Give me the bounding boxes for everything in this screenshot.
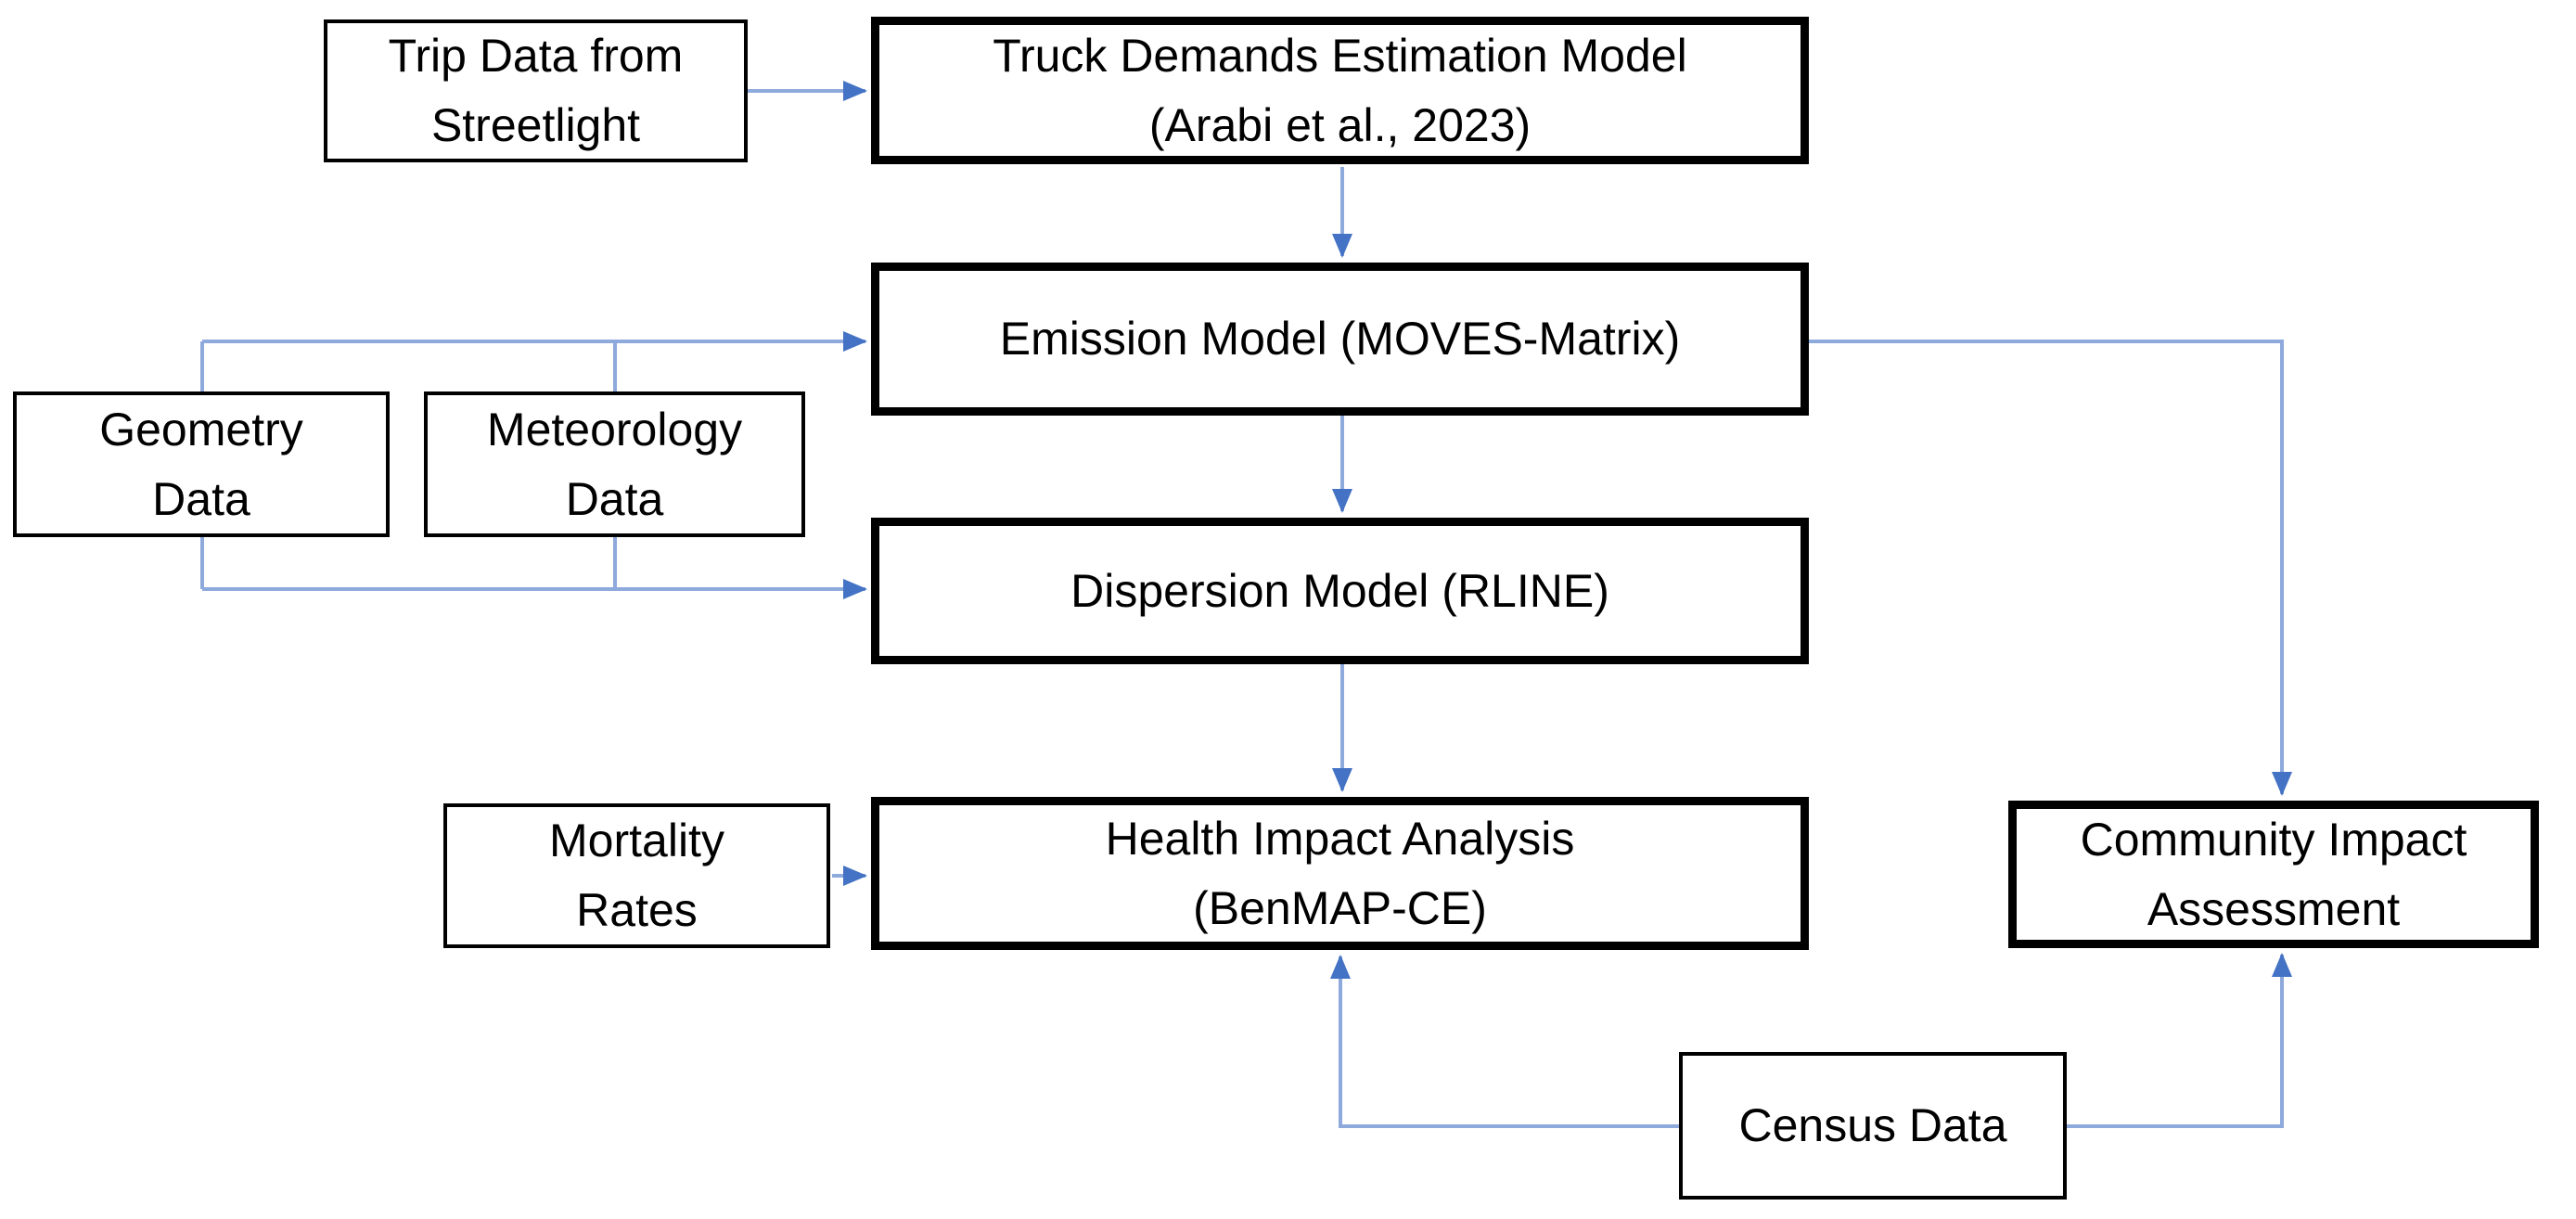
node-emission-model-label: Emission Model (MOVES-Matrix)	[999, 313, 1681, 365]
node-community-impact-assessment-label: Community Impact Assessment	[2080, 813, 2467, 935]
node-health-impact-analysis-label: Health Impact Analysis (BenMAP-CE)	[1105, 812, 1575, 934]
node-geometry-data-label: Geometry Data	[99, 403, 303, 525]
node-truck-demands-model: Truck Demands Estimation Model (Arabi et…	[871, 17, 1809, 164]
node-community-impact-assessment: Community Impact Assessment	[2008, 801, 2539, 948]
node-census-data-label: Census Data	[1738, 1099, 2007, 1151]
node-meteorology-data-label: Meteorology Data	[486, 403, 743, 525]
edge-emission-to-community	[1809, 340, 2292, 796]
node-mortality-rates: Mortality Rates	[443, 803, 830, 948]
node-mortality-rates-label: Mortality Rates	[549, 815, 724, 936]
node-health-impact-analysis: Health Impact Analysis (BenMAP-CE)	[871, 797, 1809, 950]
node-census-data: Census Data	[1679, 1052, 2067, 1200]
edge-census-to-health	[1330, 955, 1679, 1128]
node-truck-demands-model-label: Truck Demands Estimation Model (Arabi et…	[993, 29, 1687, 151]
connector-group	[200, 81, 2292, 1128]
node-trip-data-label: Trip Data from Streetlight	[388, 30, 684, 151]
node-dispersion-model-label: Dispersion Model (RLINE)	[1070, 564, 1609, 617]
node-geometry-data: Geometry Data	[13, 391, 390, 537]
node-trip-data: Trip Data from Streetlight	[324, 19, 748, 162]
node-dispersion-model: Dispersion Model (RLINE)	[871, 518, 1809, 664]
node-meteorology-data: Meteorology Data	[424, 391, 805, 537]
node-emission-model: Emission Model (MOVES-Matrix)	[871, 263, 1809, 416]
edge-census-to-community	[2067, 953, 2292, 1128]
